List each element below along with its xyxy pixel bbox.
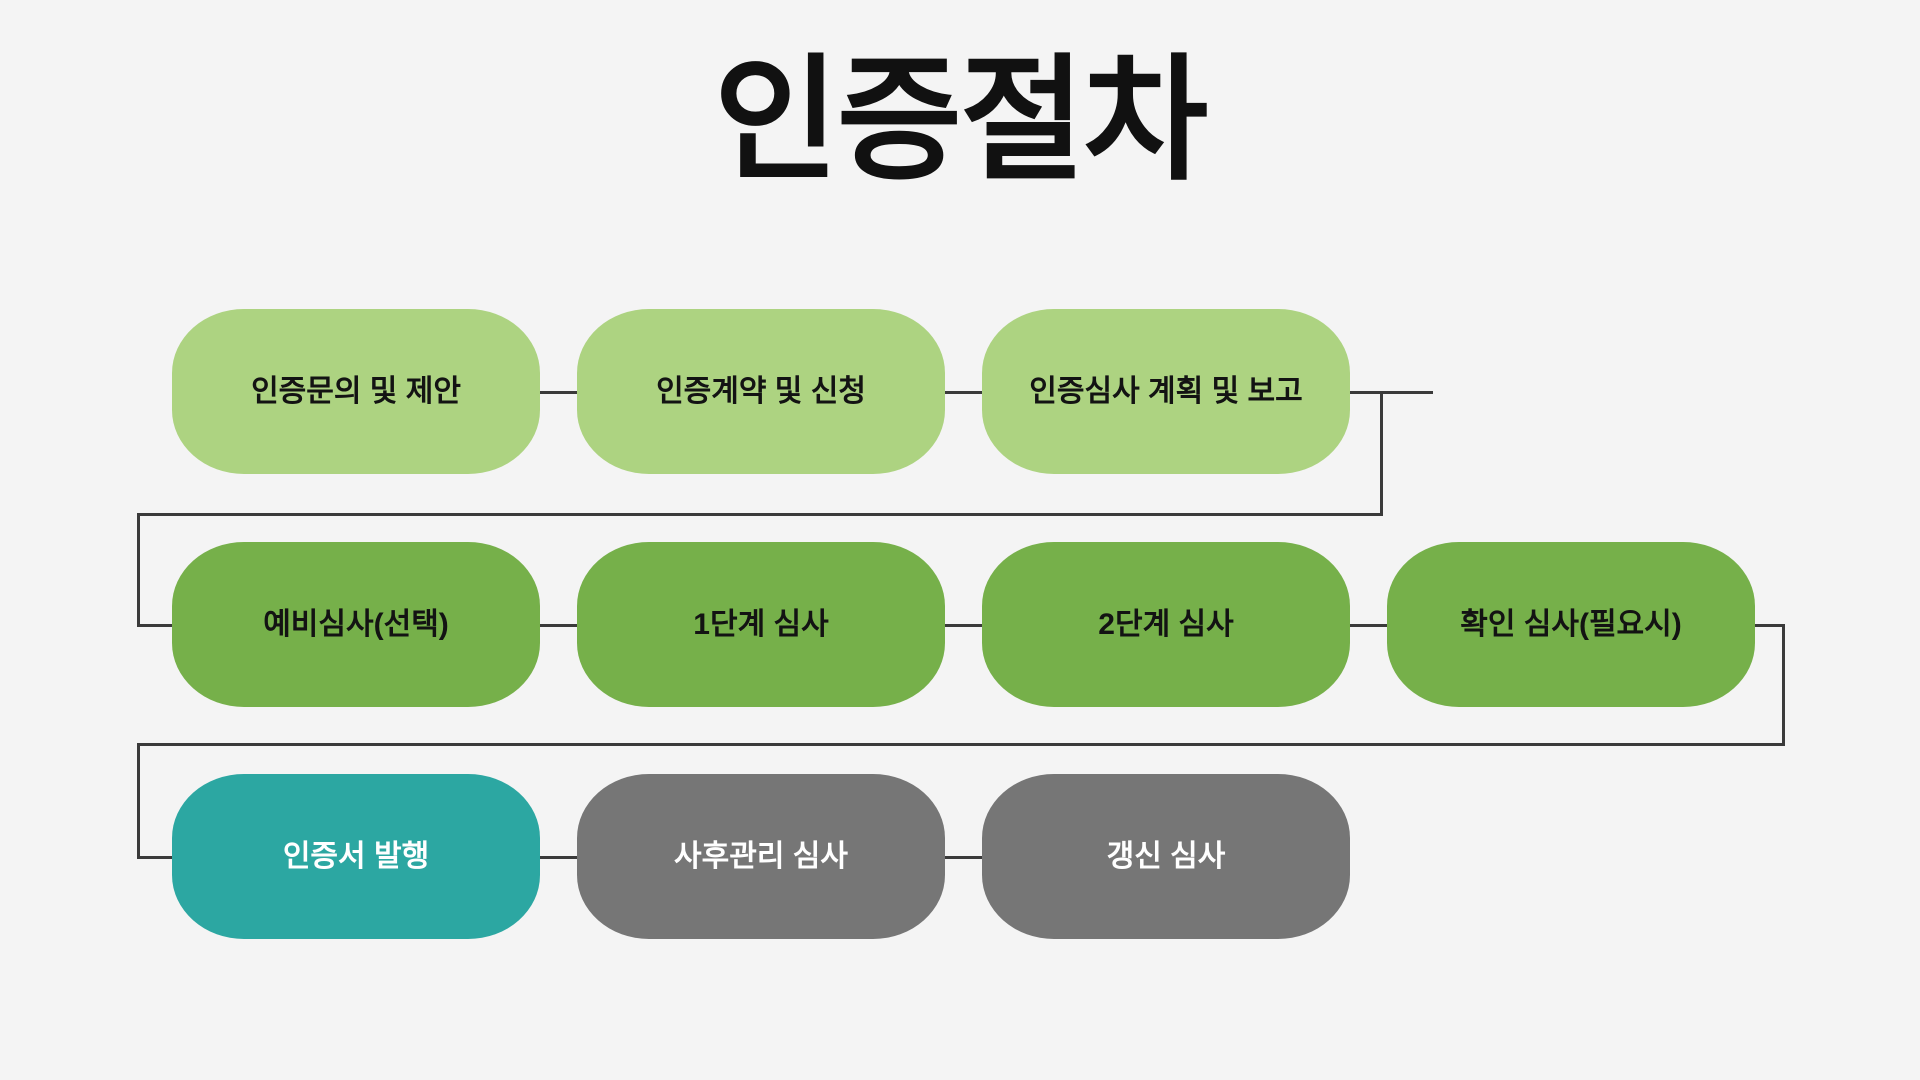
- connector-n2-n3: [945, 391, 983, 394]
- flow-node-certification-inquiry[interactable]: 인증문의 및 제안: [172, 309, 540, 474]
- flow-node-label: 갱신 심사: [1106, 839, 1226, 873]
- flow-node-surveillance-audit[interactable]: 사후관리 심사: [577, 774, 945, 939]
- flow-node-label: 인증계약 및 신청: [656, 374, 866, 408]
- connector-n1-n2: [540, 391, 578, 394]
- connector-n7-n8-segment-right: [1745, 624, 1785, 627]
- flow-node-label: 인증심사 계획 및 보고: [1029, 374, 1303, 408]
- connector-n4-n5: [540, 624, 578, 627]
- connector-n3-n4-segment-down: [1380, 391, 1383, 516]
- flow-node-renewal-audit[interactable]: 갱신 심사: [982, 774, 1350, 939]
- page-title: 인증절차: [713, 44, 1208, 196]
- flow-node-label: 예비심사(선택): [263, 607, 449, 641]
- flow-node-label: 1단계 심사: [693, 607, 829, 641]
- flow-node-label: 사후관리 심사: [674, 839, 848, 873]
- flow-node-certificate-issuance[interactable]: 인증서 발행: [172, 774, 540, 939]
- connector-n6-n7: [1350, 624, 1388, 627]
- flow-node-certification-contract[interactable]: 인증계약 및 신청: [577, 309, 945, 474]
- flow-node-stage-2-audit[interactable]: 2단계 심사: [982, 542, 1350, 707]
- flow-node-label: 인증문의 및 제안: [251, 374, 461, 408]
- connector-n7-n8-segment-into-row3: [137, 743, 140, 858]
- connector-n3-n4-segment-across: [137, 513, 1383, 516]
- flow-node-stage-1-audit[interactable]: 1단계 심사: [577, 542, 945, 707]
- connector-n3-n4-segment-into-row2: [137, 513, 140, 626]
- flow-node-audit-plan-report[interactable]: 인증심사 계획 및 보고: [982, 309, 1350, 474]
- connector-n3-n4-segment-right: [1350, 391, 1433, 394]
- connector-n7-n8-segment-across: [137, 743, 1785, 746]
- flow-node-label: 확인 심사(필요시): [1460, 607, 1682, 641]
- connector-n7-n8-segment-enter: [137, 856, 185, 859]
- flow-node-verification-audit[interactable]: 확인 심사(필요시): [1387, 542, 1755, 707]
- flow-node-preliminary-audit[interactable]: 예비심사(선택): [172, 542, 540, 707]
- flow-node-label: 인증서 발행: [282, 839, 430, 873]
- flow-node-label: 2단계 심사: [1098, 607, 1234, 641]
- connector-n9-n10: [945, 856, 983, 859]
- connector-n5-n6: [945, 624, 983, 627]
- connector-n3-n4-segment-enter: [137, 624, 185, 627]
- connector-n7-n8-segment-down: [1782, 624, 1785, 746]
- connector-n8-n9: [540, 856, 578, 859]
